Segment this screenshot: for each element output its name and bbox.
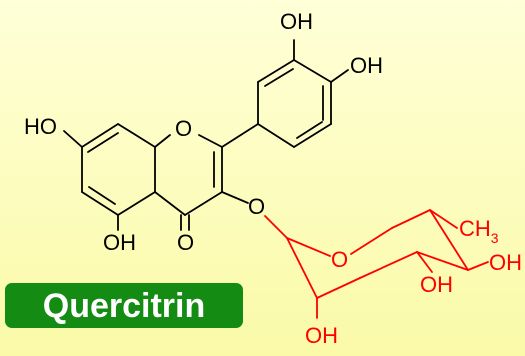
rhamnose-labels: CH3 O OH OH OH [305, 216, 522, 348]
oh-label-sugar-2: OH [305, 323, 338, 348]
ring-oxygen-label: O [175, 116, 192, 141]
compound-name-badge: Quercitrin [5, 283, 243, 328]
carbonyl-oxygen-label: O [177, 230, 194, 255]
aglycone-labels: OH OH HO O OH O O [24, 9, 383, 255]
aglycone-bonds [63, 39, 349, 231]
oh-label-b3: OH [280, 9, 313, 34]
compound-name: Quercitrin [42, 286, 206, 325]
glycosidic-oxygen-label: O [248, 194, 265, 219]
oh-label-sugar-4: OH [489, 250, 522, 275]
methyl-label: CH3 [459, 216, 499, 246]
oh-label-a5: OH [103, 230, 136, 255]
sugar-ring-oxygen-label: O [331, 247, 348, 272]
oh-label-sugar-3: OH [420, 272, 453, 297]
ho-label-a7: HO [24, 114, 57, 139]
rhamnose-bonds [264, 209, 489, 319]
oh-label-b4: OH [350, 53, 383, 78]
